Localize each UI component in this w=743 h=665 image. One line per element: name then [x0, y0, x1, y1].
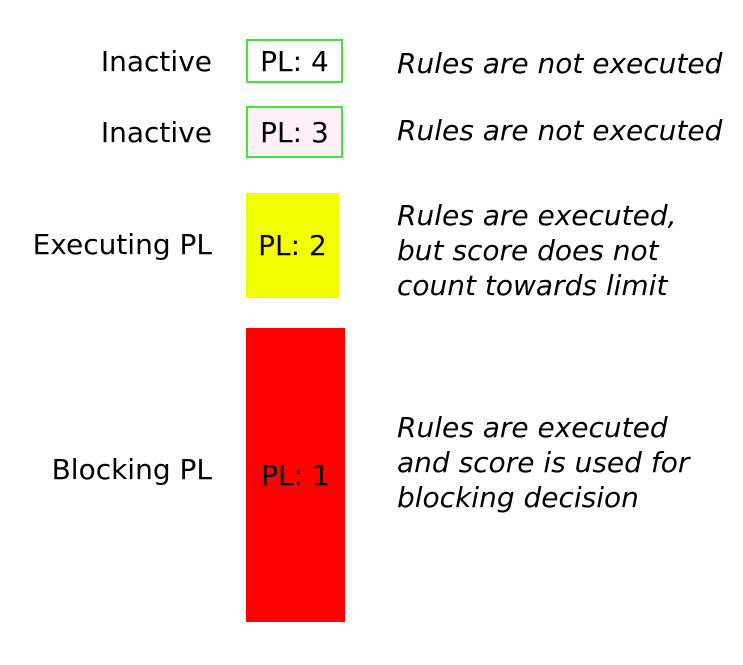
pl4-box: PL: 4: [246, 39, 343, 83]
pl4-description: Rules are not executed: [397, 44, 722, 84]
row-label-inactive-pl4: Inactive: [100, 45, 212, 78]
pl2-description-line: Rules are executed,: [397, 199, 677, 232]
pl4-box-label: PL: 4: [260, 44, 329, 78]
pl2-description-line: count towards limit: [397, 269, 668, 302]
pl1-box-label: PL: 1: [261, 458, 330, 492]
pl2-description: Rules are executed, but score does not c…: [397, 198, 677, 303]
pl3-description: Rules are not executed: [397, 111, 722, 151]
pl2-box: PL: 2: [246, 193, 339, 298]
pl1-box: PL: 1: [246, 328, 345, 622]
row-label-inactive-pl3: Inactive: [100, 116, 212, 149]
pl2-box-label: PL: 2: [258, 229, 327, 262]
pl3-description-line: Rules are not executed: [397, 114, 723, 147]
pl4-description-line: Rules are not executed: [397, 47, 723, 80]
pl2-description-line: but score does not: [397, 234, 659, 267]
row-label-blocking-pl: Blocking PL: [51, 453, 212, 486]
pl1-description-line: Rules are executed: [397, 411, 668, 444]
row-label-executing-pl: Executing PL: [32, 228, 212, 261]
pl3-box: PL: 3: [246, 106, 343, 158]
pl1-description-line: and score is used for: [397, 446, 690, 479]
pl1-description-line: blocking decision: [397, 481, 639, 514]
pl3-box-label: PL: 3: [260, 115, 329, 149]
pl1-description: Rules are executed and score is used for…: [397, 410, 689, 515]
